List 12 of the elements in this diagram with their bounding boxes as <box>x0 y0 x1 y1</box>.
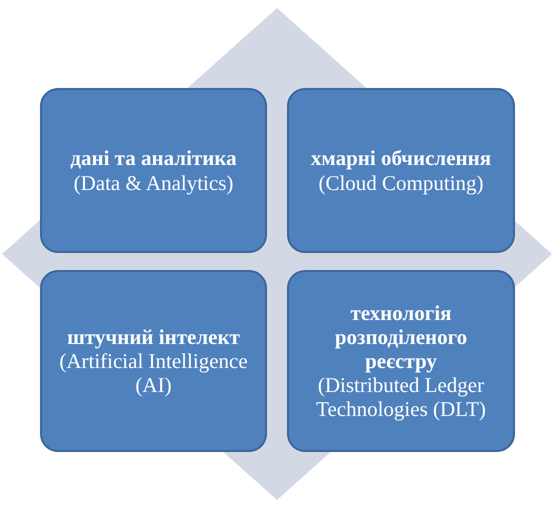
subtitle-text: (Distributed Ledger Technologies (DLT) <box>315 373 487 422</box>
heading-text: дані та аналітика <box>70 146 237 170</box>
rounded-box <box>40 88 267 253</box>
rounded-box <box>40 270 267 452</box>
subtitle-text: (Artificial Intelligence (AI) <box>58 348 249 398</box>
rounded-box <box>287 88 515 253</box>
heading-text: штучний інтелект <box>67 324 240 349</box>
subtitle-text: (Cloud Computing) <box>318 170 484 195</box>
heading-text: хмарні обчислення <box>310 146 492 170</box>
rounded-box <box>287 270 515 452</box>
subtitle-text: (Data & Analytics) <box>74 170 234 195</box>
heading-text: технологія розподіленого реєстру <box>334 300 468 374</box>
